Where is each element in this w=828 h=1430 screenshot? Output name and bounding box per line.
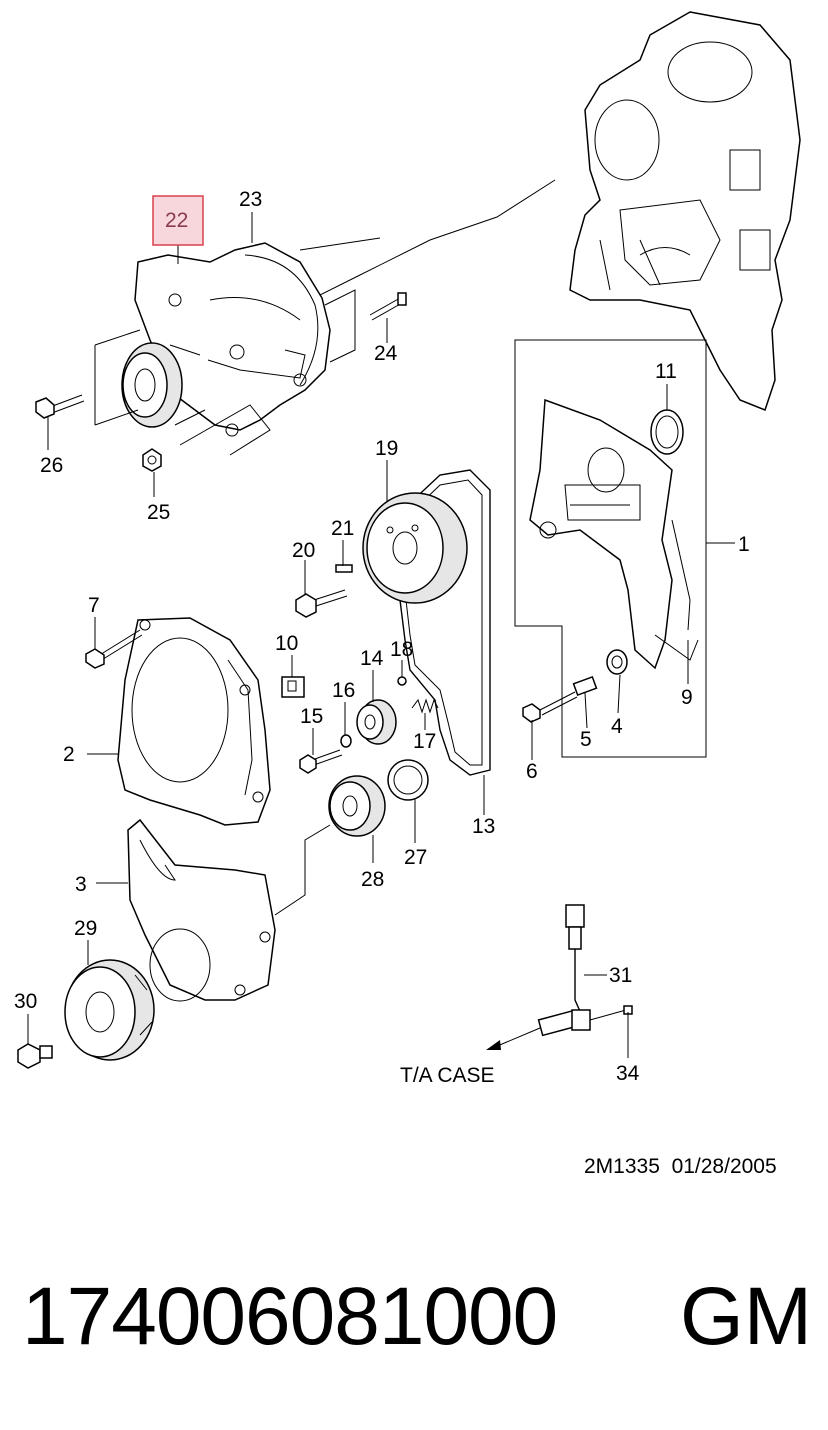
callout-11[interactable]: 11 <box>655 360 677 383</box>
drawing-id: 2M1335 <box>584 1155 660 1178</box>
callout-25[interactable]: 25 <box>147 501 170 524</box>
callout-28[interactable]: 28 <box>361 868 384 891</box>
callout-16[interactable]: 16 <box>332 679 355 702</box>
selected-callout-highlight[interactable] <box>152 195 204 246</box>
callout-29[interactable]: 29 <box>74 917 97 940</box>
callout-4[interactable]: 4 <box>611 715 623 738</box>
callout-19[interactable]: 19 <box>375 437 398 460</box>
callout-18[interactable]: 18 <box>390 638 413 661</box>
ta-case-label: T/A CASE <box>400 1064 495 1087</box>
drawing-date: 01/28/2005 <box>671 1155 777 1178</box>
clip-10 <box>281 676 305 698</box>
callout-6[interactable]: 6 <box>526 760 538 783</box>
upper-timing-cover <box>117 617 271 826</box>
callout-1[interactable]: 1 <box>738 533 750 556</box>
callout-5[interactable]: 5 <box>580 728 592 751</box>
callout-17[interactable]: 17 <box>413 730 436 753</box>
bolt-24 <box>369 292 407 321</box>
crank-sprocket-28 <box>328 775 386 837</box>
crank-pulley-29 <box>64 959 155 1061</box>
callout-23[interactable]: 23 <box>239 188 262 211</box>
timing-belt <box>399 469 491 776</box>
crank-sensor-31 <box>537 904 591 1037</box>
callout-24[interactable]: 24 <box>374 342 398 365</box>
callout-9[interactable]: 9 <box>681 686 693 709</box>
callout-2[interactable]: 2 <box>63 743 75 766</box>
drawing-stamp: 2M1335 01/28/2005 <box>584 1155 777 1179</box>
callout-7[interactable]: 7 <box>88 594 100 617</box>
callout-10[interactable]: 10 <box>275 632 298 655</box>
callout-34[interactable]: 34 <box>616 1062 640 1085</box>
rear-timing-cover <box>529 398 673 670</box>
callout-20[interactable]: 20 <box>292 539 315 562</box>
part-number: 174006081000 <box>22 1271 558 1362</box>
brand-name: GM <box>680 1271 813 1362</box>
lower-timing-cover <box>127 818 276 1002</box>
callout-22[interactable]: 22 <box>165 209 188 232</box>
callout-15[interactable]: 15 <box>300 705 323 728</box>
callout-31[interactable]: 31 <box>609 964 632 987</box>
nut-25 <box>142 448 162 472</box>
engine-block <box>569 11 801 411</box>
callout-27[interactable]: 27 <box>404 846 427 869</box>
bolt-26 <box>35 394 85 419</box>
tensioner-14 <box>356 699 397 745</box>
callout-14[interactable]: 14 <box>360 647 384 670</box>
callout-26[interactable]: 26 <box>40 454 63 477</box>
callout-30[interactable]: 30 <box>14 990 37 1013</box>
callout-21[interactable]: 21 <box>331 517 354 540</box>
camshaft-sprocket <box>362 492 468 604</box>
callout-13[interactable]: 13 <box>472 815 495 838</box>
callout-3[interactable]: 3 <box>75 873 87 896</box>
water-pump-assembly <box>121 242 331 437</box>
